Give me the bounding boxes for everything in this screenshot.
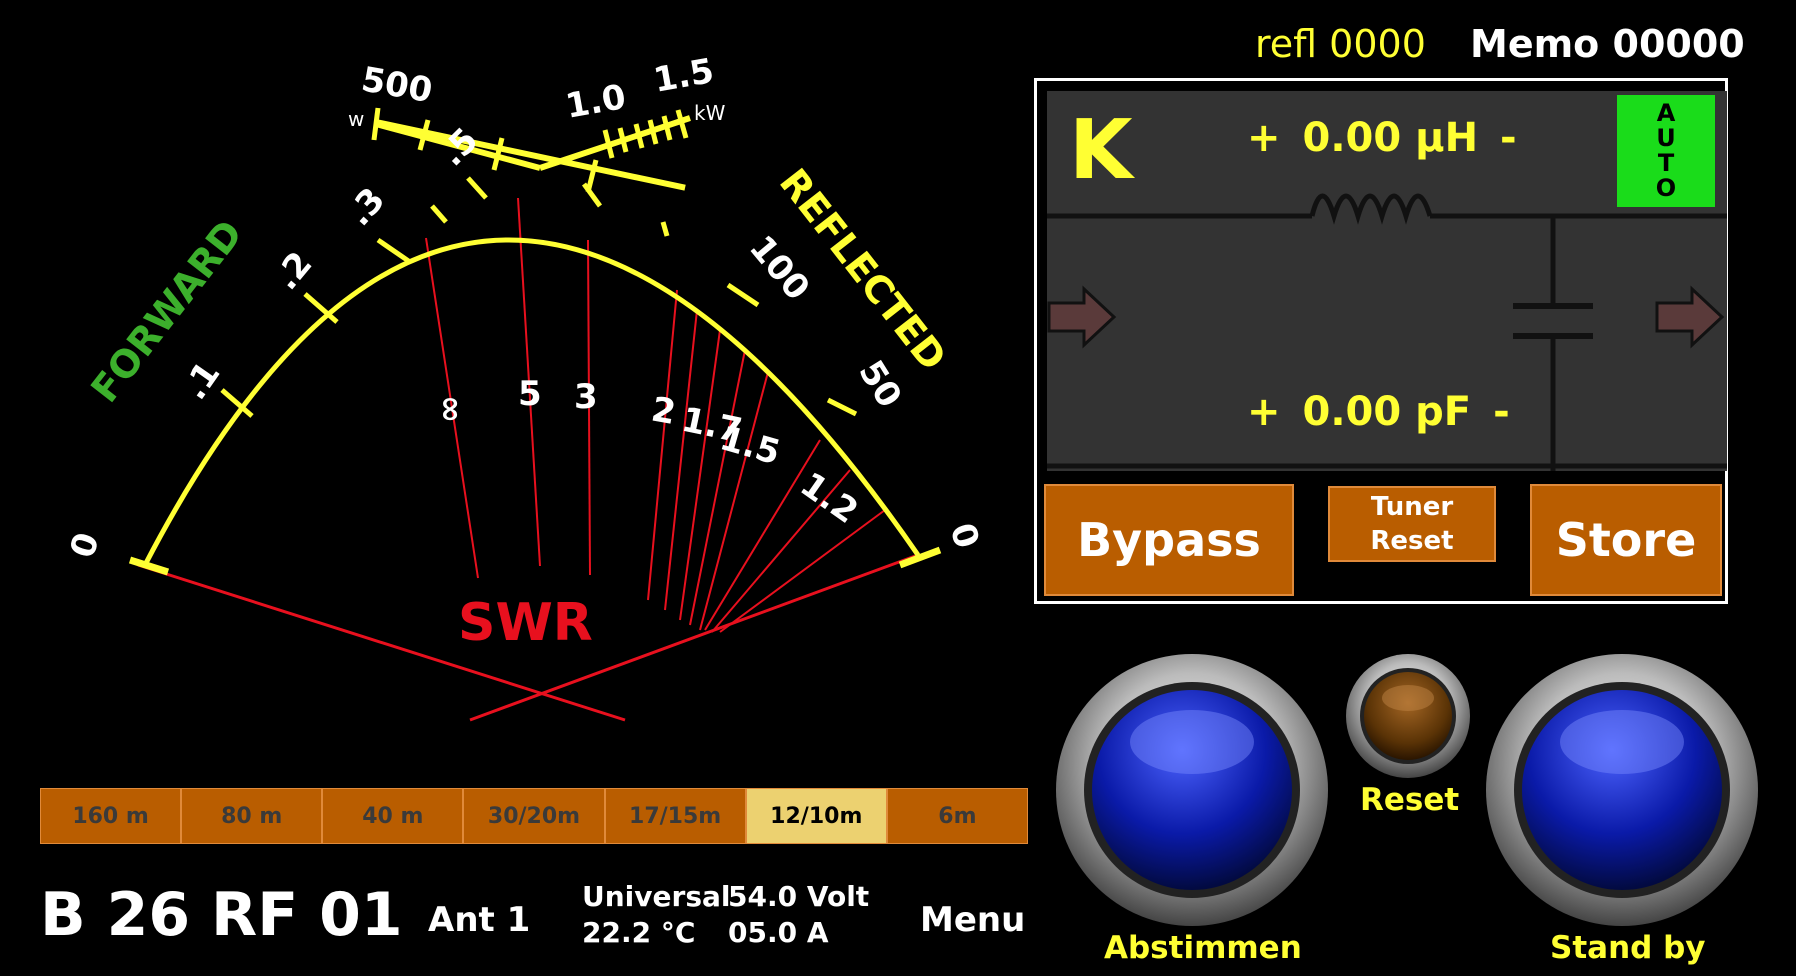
power-scale-1-0: 1.0 [563, 77, 629, 127]
band-button[interactable]: 12/10m [745, 788, 887, 844]
circuit-schematic [1047, 193, 1727, 471]
inductance-minus[interactable]: - [1500, 115, 1517, 161]
auto-label: AUTO [1655, 99, 1677, 202]
band-button[interactable]: 40 m [322, 788, 464, 844]
capacitance-plus[interactable]: + [1247, 389, 1281, 435]
forward-scale-4: .5 [432, 120, 486, 174]
mode-letter: K [1069, 103, 1133, 198]
voltage-readout: 54.0 Volt [728, 880, 870, 913]
band-button[interactable]: 160 m [40, 788, 182, 844]
forward-scale-2: .2 [266, 244, 320, 298]
menu-button[interactable]: Menu [920, 900, 1026, 940]
band-button[interactable]: 30/20m [463, 788, 605, 844]
swr-scale-2: 2 [648, 389, 678, 433]
forward-scale-3: .3 [339, 180, 393, 234]
tune-label: Abstimmen [1104, 930, 1302, 966]
current-readout: 05.0 A [728, 916, 829, 949]
tune-knob[interactable] [1054, 652, 1330, 928]
forward-scale-1: .1 [175, 354, 229, 407]
swr-meter: FORWARD REFLECTED SWR 0 .1 .2 .3 .5 0 50… [63, 51, 987, 722]
swr-label: SWR [458, 593, 593, 653]
reflection-counter: refl 0000 [1255, 22, 1426, 66]
tuner-reset-line-1: Tuner [1370, 492, 1454, 522]
inductance-plus[interactable]: + [1247, 115, 1281, 161]
forward-scale-0: 0 [63, 528, 108, 563]
tuner-reset-line-2: Reset [1370, 526, 1454, 556]
power-scale-w: w [348, 107, 364, 131]
band-button[interactable]: 80 m [181, 788, 323, 844]
swr-scale-inf: ∞ [431, 395, 471, 423]
arc-ticks [220, 176, 858, 418]
temperature-readout: 22.2 °C [582, 916, 696, 949]
swr-curves [425, 197, 886, 633]
power-scale-500: 500 [358, 59, 435, 111]
reflected-needle [469, 553, 919, 722]
circuit-diagram [1047, 91, 1727, 471]
reflected-scale-100: 100 [741, 228, 817, 308]
power-scale-1-5: 1.5 [651, 51, 717, 101]
swr-scale-5: 5 [518, 374, 542, 414]
standby-knob[interactable] [1484, 652, 1760, 928]
power-scale [375, 119, 690, 191]
band-button[interactable]: 6m [886, 788, 1028, 844]
reset-label: Reset [1360, 782, 1460, 818]
reflected-scale-50: 50 [850, 354, 909, 415]
capacitance-value: 0.00 pF [1302, 389, 1472, 435]
inductor-symbol [1309, 193, 1433, 225]
station-id: B 26 RF 01 [40, 880, 403, 950]
forward-label: FORWARD [82, 212, 251, 411]
mode-readout: Universal [582, 880, 731, 913]
input-arrow-icon [1047, 285, 1117, 349]
bypass-button[interactable]: Bypass [1044, 484, 1294, 596]
reflected-scale-0: 0 [941, 518, 986, 553]
capacitance-minus[interactable]: - [1493, 389, 1510, 435]
reset-knob[interactable] [1344, 652, 1472, 780]
power-scale-kw: kW [694, 101, 726, 125]
swr-scale-3: 3 [574, 377, 598, 417]
standby-label: Stand by [1550, 930, 1706, 966]
antenna-indicator: Ant 1 [428, 900, 531, 940]
tuner-reset-button[interactable]: Tuner Reset [1328, 486, 1496, 562]
output-arrow-icon [1655, 285, 1725, 349]
swr-scale-1-5: 1.5 [716, 418, 785, 473]
band-button[interactable]: 17/15m [604, 788, 746, 844]
main-arc [142, 237, 921, 567]
memo-counter: Memo 00000 [1470, 22, 1745, 66]
store-button[interactable]: Store [1530, 484, 1722, 596]
auto-badge[interactable]: AUTO [1617, 95, 1715, 207]
swr-scale-1-2: 1.2 [793, 465, 865, 532]
inductance-value: 0.00 µH [1302, 115, 1479, 161]
